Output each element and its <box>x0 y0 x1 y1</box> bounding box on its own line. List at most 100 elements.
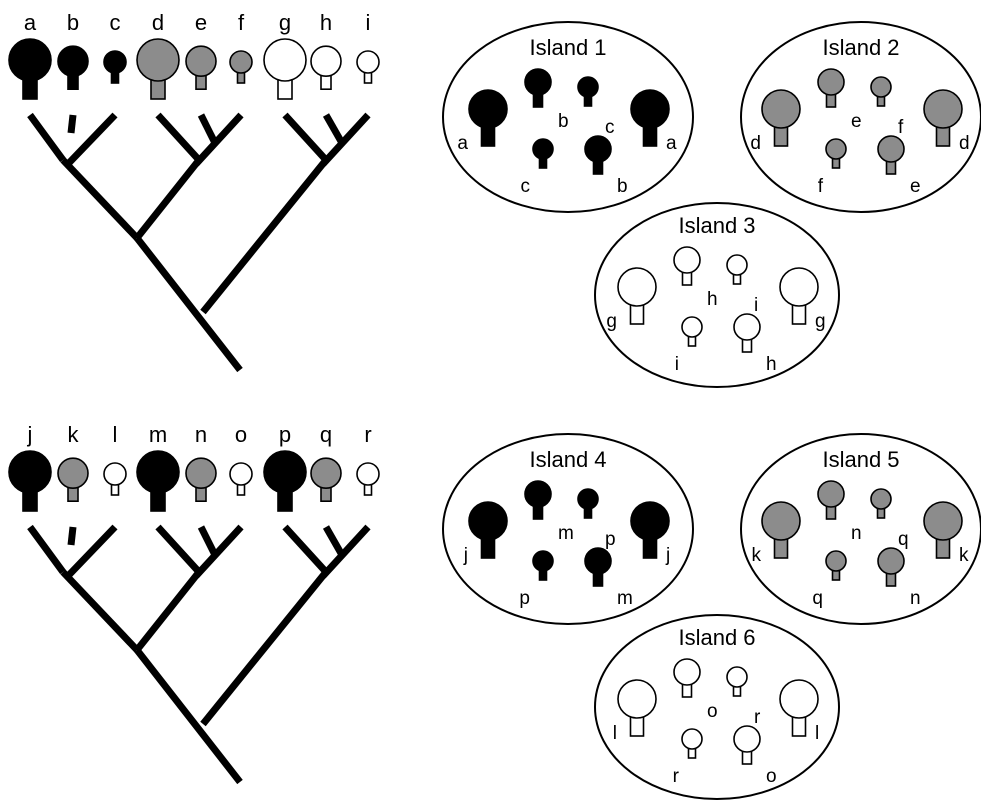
tip-label-g: g <box>279 10 291 35</box>
island-species-k <box>761 501 801 559</box>
tip-label-q: q <box>320 422 332 447</box>
branch <box>197 113 219 145</box>
island-species-m <box>524 480 552 520</box>
island-species-e <box>877 135 905 175</box>
island-species-label: j <box>463 545 468 566</box>
island-species-label: r <box>673 766 680 787</box>
island-species-h <box>733 313 761 353</box>
island-species-label: h <box>766 354 777 375</box>
tip-label-m: m <box>149 422 167 447</box>
island-species-k <box>923 501 963 559</box>
branch <box>67 526 77 546</box>
island-species-label: g <box>815 311 826 332</box>
branch <box>282 524 329 575</box>
island-species-a <box>468 89 508 147</box>
island-species-label: b <box>558 111 569 132</box>
tip-species-r <box>356 462 380 496</box>
island-species-o <box>673 658 701 698</box>
island-species-label: a <box>457 133 468 154</box>
island-species-b <box>524 68 552 108</box>
island-species-label: k <box>959 545 969 566</box>
island-species-l <box>779 679 819 737</box>
island-species-label: l <box>815 723 819 744</box>
island-species-label: e <box>851 111 862 132</box>
island-species-l <box>617 679 657 737</box>
island-species-label: p <box>605 529 616 550</box>
island-species-i <box>681 316 703 347</box>
island-species-label: f <box>898 117 904 138</box>
branch <box>27 524 66 575</box>
tip-species-l <box>103 462 127 496</box>
island-outline <box>740 21 981 213</box>
island-species-label: k <box>752 545 762 566</box>
island-species-f <box>870 76 892 107</box>
branch <box>60 157 140 241</box>
island-species-label: e <box>910 176 921 197</box>
branch <box>134 647 243 785</box>
island-species-e <box>817 68 845 108</box>
island-species-label: m <box>558 523 574 544</box>
branch <box>67 114 77 134</box>
island-outline <box>594 614 840 800</box>
branch <box>320 112 371 167</box>
branch <box>193 524 244 579</box>
tip-label-l: l <box>113 422 118 447</box>
tip-label-a: a <box>24 10 37 35</box>
branch <box>155 112 202 163</box>
island-outline <box>442 433 694 625</box>
island-species-q <box>825 550 847 581</box>
island-species-f <box>825 138 847 169</box>
island-species-label: c <box>605 117 615 138</box>
island-species-label: h <box>707 289 718 310</box>
tip-species-k <box>57 457 89 503</box>
island-species-label: q <box>898 529 909 550</box>
tip-species-q <box>310 457 342 503</box>
island-species-a <box>630 89 670 147</box>
island-species-label: p <box>519 588 530 609</box>
tip-label-f: f <box>238 10 245 35</box>
branch <box>60 569 140 653</box>
island-species-label: l <box>613 723 617 744</box>
branch <box>134 157 202 241</box>
island-species-label: a <box>666 133 677 154</box>
island-title: Island 5 <box>822 447 899 472</box>
tip-species-h <box>310 45 342 90</box>
island-species-label: d <box>959 133 970 154</box>
island-title: Island 6 <box>678 625 755 650</box>
island-species-label: q <box>812 588 823 609</box>
island-title: Island 2 <box>822 35 899 60</box>
island-species-g <box>779 267 819 325</box>
island-species-label: n <box>910 588 921 609</box>
island-outline <box>740 433 981 625</box>
branch <box>134 569 202 653</box>
branch <box>27 112 66 163</box>
island-species-label: c <box>521 176 531 197</box>
island-species-m <box>584 547 612 587</box>
branch <box>322 113 346 145</box>
tip-species-e <box>185 45 217 90</box>
branch <box>200 157 329 315</box>
tip-label-i: i <box>366 10 371 35</box>
branch <box>320 524 371 579</box>
tip-label-j: j <box>27 422 33 447</box>
island-species-j <box>468 501 508 559</box>
island-outline <box>594 202 840 388</box>
tip-species-j <box>8 450 52 512</box>
tip-species-g <box>263 38 307 100</box>
island-species-n <box>817 480 845 520</box>
tip-species-b <box>57 45 89 90</box>
tip-label-b: b <box>67 10 79 35</box>
island-species-n <box>877 547 905 587</box>
tip-species-c <box>103 50 127 84</box>
tip-species-i <box>356 50 380 84</box>
